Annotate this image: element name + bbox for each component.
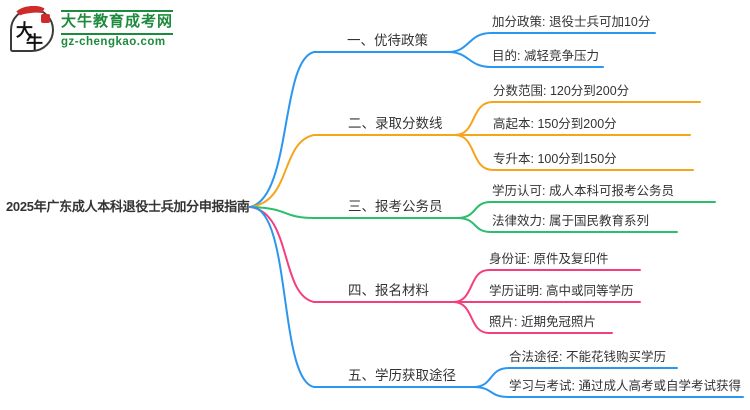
branch-3-child-1: 学历认可: 成人本科可报考公务员 (492, 184, 674, 198)
logo-text-block: 大牛教育成考网 gz-chengkao.com (61, 10, 174, 50)
branch-5-child-1: 合法途径: 不能花钱购买学历 (509, 350, 666, 364)
branch-1-child-1: 加分政策: 退役士兵可加10分 (492, 15, 651, 29)
branch-2-child-3-line (454, 134, 694, 171)
branch-4-child-2: 学历证明: 高中或同等学历 (489, 284, 634, 298)
red-seal-icon (41, 14, 50, 23)
branch-3-trunk-line (249, 206, 458, 219)
site-logo[interactable]: 大 牛 大牛教育成考网 gz-chengkao.com (10, 4, 174, 52)
branch-2-trunk-line (249, 134, 456, 208)
branch-4-child-1: 身份证: 原件及复印件 (489, 252, 609, 266)
branch-1-label: 一、优待政策 (347, 33, 428, 48)
logo-top-rule (61, 10, 174, 13)
branch-3-label: 三、报考公务员 (348, 199, 443, 214)
branch-4-child-3-line (452, 301, 613, 334)
branch-3-child-2-line (456, 217, 678, 233)
branch-3-child-2: 法律效力: 属于国民教育系列 (492, 214, 649, 228)
branch-5-label: 五、学历获取途径 (348, 368, 456, 383)
branch-2-child-1: 分数范围: 120分到200分 (493, 84, 630, 98)
branch-4-trunk-line (249, 206, 454, 303)
site-url: gz-chengkao.com (61, 35, 166, 48)
logo-char-top: 大 (16, 21, 33, 40)
root-topic: 2025年广东成人本科退役士兵加分申报指南 (6, 199, 250, 214)
branch-2-child-3: 专升本: 100分到150分 (493, 152, 617, 166)
branch-2-child-2: 高起本: 150分到200分 (493, 117, 617, 131)
branch-1-child-1-line (447, 32, 656, 53)
site-name: 大牛教育成考网 (61, 13, 174, 31)
ox-bubble-logo-icon: 大 牛 (10, 4, 54, 52)
logo-mid-rule (61, 32, 174, 35)
branch-1-child-2: 目的: 减轻竞争压力 (492, 49, 599, 63)
branch-5-child-2: 学习与考试: 通过成人高考或自学考试获得 (509, 379, 741, 393)
branch-1-child-2-line (447, 51, 604, 68)
branch-1-trunk-line (249, 51, 449, 208)
branch-2-child-1-line (454, 101, 701, 136)
branch-4-child-1-line (452, 269, 641, 303)
branch-4-child-3: 照片: 近期免冠照片 (489, 315, 596, 329)
logo-char-bottom: 牛 (26, 33, 43, 52)
branch-5-child-2-line (472, 386, 744, 398)
branch-2-label: 二、录取分数线 (348, 116, 443, 131)
branch-4-label: 四、报名材料 (348, 283, 429, 298)
branch-5-trunk-line (249, 205, 474, 388)
